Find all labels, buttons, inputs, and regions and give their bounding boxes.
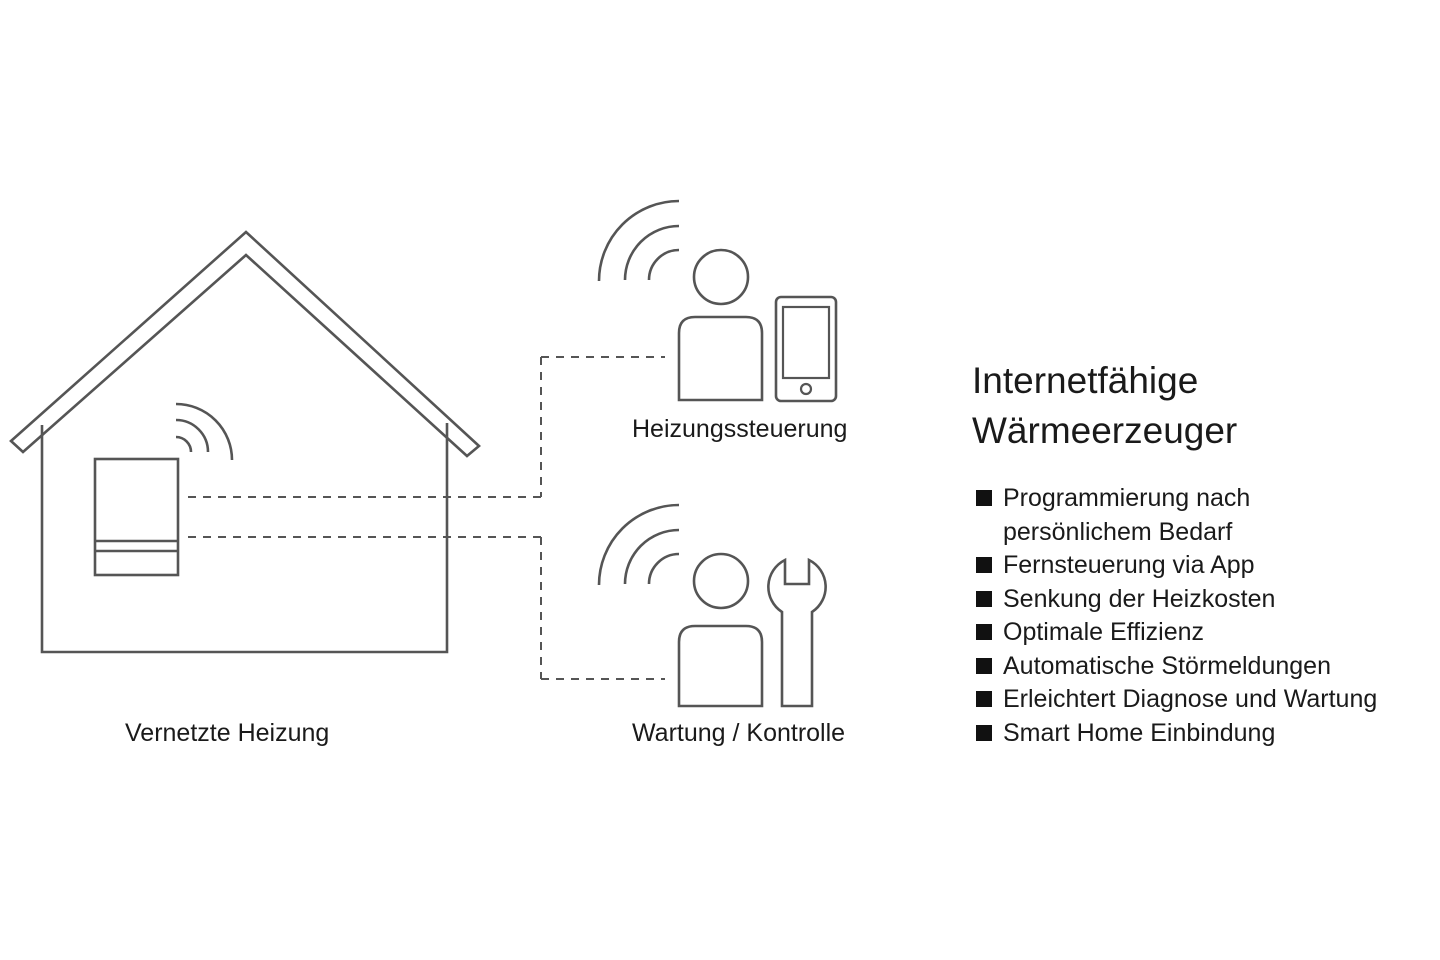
feature-item: Fernsteuerung via App [972,549,1432,583]
feature-item: Programmierung nach persönlichem Bedarf [972,482,1432,549]
feature-item: Erleichtert Diagnose und Wartung [972,683,1432,717]
house-label: Vernetzte Heizung [125,719,330,747]
feature-item: Smart Home Einbindung [972,717,1432,751]
feature-item: Senkung der Heizkosten [972,583,1432,617]
feature-item: Optimale Effizienz [972,616,1432,650]
panel-title: Internetfähige Wärmeerzeuger [972,356,1432,456]
panel-title-line: Wärmeerzeuger [972,410,1238,451]
service-label: Wartung / Kontrolle [632,719,846,747]
wifi-icon [597,199,680,282]
feature-item: Automatische Störmeldungen [972,650,1432,684]
wrench-icon [767,557,827,708]
house-icon [9,230,481,654]
person-icon [677,552,764,708]
wifi-icon [175,402,234,461]
feature-list: Programmierung nach persönlichem Bedarf … [972,482,1432,750]
connection-lines [188,356,665,680]
control-label: Heizungssteuerung [632,415,848,443]
boiler-icon [93,457,180,577]
wifi-icon [597,503,680,586]
feature-panel: Internetfähige Wärmeerzeuger Programmier… [972,356,1432,750]
person-icon [677,248,764,402]
panel-title-line: Internetfähige [972,360,1199,401]
smartphone-icon [774,295,838,403]
